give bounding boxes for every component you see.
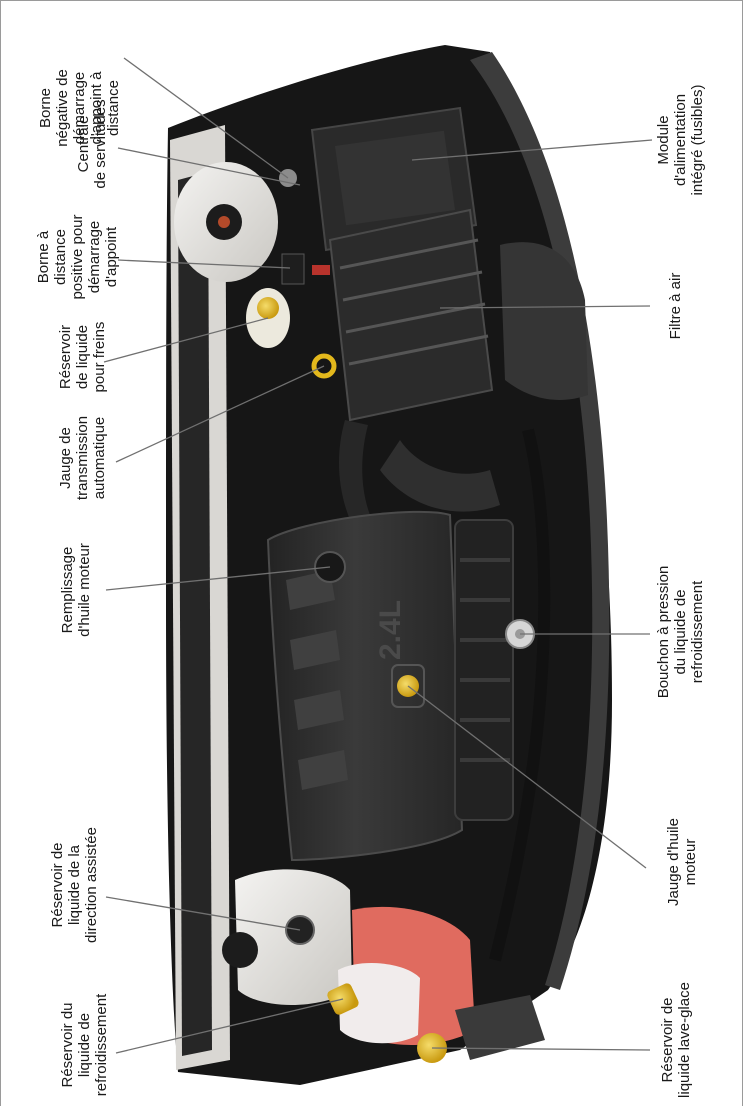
- label-service-center: Centrale de servitudes: [75, 99, 109, 188]
- leader-positive-terminal: [117, 259, 291, 269]
- label-air-filter: Filtre à air: [667, 273, 684, 340]
- label-line: intégré (fusibles): [689, 85, 706, 196]
- leader-lines: [103, 57, 653, 1054]
- label-line: d'appoint à: [88, 71, 105, 145]
- label-line: démarrage: [86, 221, 103, 294]
- leader-power-module: [411, 139, 653, 161]
- leader-negative-terminal: [123, 57, 289, 179]
- label-line: démarrage: [71, 72, 88, 145]
- left-border: [0, 0, 1, 1106]
- label-line: Borne: [37, 88, 54, 128]
- label-line: Jauge d'huile: [665, 818, 682, 906]
- leader-washer: [431, 1047, 651, 1051]
- label-line: de liquide: [74, 325, 91, 389]
- manifold-ribs: [460, 558, 510, 762]
- label-line: d'appoint: [103, 226, 120, 287]
- intake-manifold: [454, 519, 514, 821]
- leader-coolant-reservoir: [115, 998, 344, 1054]
- label-line: Jauge de: [57, 427, 74, 489]
- radiator-hose: [489, 428, 551, 962]
- strut-mount-bottom: [222, 932, 258, 968]
- transmission-dipstick-handle: [311, 353, 337, 379]
- label-line: Borne à: [35, 230, 52, 283]
- label-line: d'huile moteur: [76, 543, 93, 637]
- label-line: de servitudes: [92, 99, 109, 188]
- fuse-box-lid: [334, 130, 456, 226]
- label-line: Filtre à air: [667, 273, 684, 340]
- label-line: liquide lave-glace: [676, 982, 693, 1098]
- label-transmission-dipstick: Jauge de transmission automatique: [57, 416, 108, 500]
- cover-badge: 2.4L: [374, 600, 407, 660]
- leader-service-center: [117, 147, 301, 186]
- label-line: transmission: [74, 416, 91, 500]
- label-line: Réservoir: [57, 325, 74, 389]
- label-negative-jump-terminal: Borne négative de démarrage d'appoint à …: [37, 69, 122, 147]
- label-line: du liquide de: [672, 589, 689, 674]
- leader-power-steering: [105, 896, 301, 931]
- engine-cover: [266, 510, 464, 862]
- label-line: liquide de: [76, 1013, 93, 1077]
- leader-air-filter: [439, 305, 651, 309]
- label-coolant-pressure-cap: Bouchon à pression du liquide de refroid…: [655, 566, 706, 699]
- label-line: Réservoir de: [659, 997, 676, 1082]
- strut-bolt-top: [218, 216, 230, 228]
- label-line: distance: [52, 229, 69, 285]
- oil-dipstick-recess: [391, 664, 425, 708]
- leader-oil-dipstick: [407, 685, 647, 869]
- label-line: positive pour: [69, 214, 86, 299]
- label-engine-oil-fill: Remplissage d'huile moteur: [59, 543, 93, 637]
- coolant-reservoir-body: [338, 963, 420, 1044]
- label-line: moteur: [682, 839, 699, 886]
- label-line: pour freins: [91, 322, 108, 393]
- label-line: Réservoir du: [59, 1002, 76, 1087]
- engine-photo: 2.4L: [166, 45, 612, 1085]
- label-line: d'alimentation: [672, 94, 689, 186]
- label-line: liquide de la: [66, 844, 83, 925]
- positive-terminal: [281, 253, 305, 285]
- top-border: [0, 0, 743, 1]
- label-line: refroidissement: [689, 580, 706, 683]
- label-line: Réservoir de: [49, 842, 66, 927]
- label-washer-fluid-reservoir: Réservoir de liquide lave-glace: [659, 982, 693, 1098]
- label-line: refroidissement: [93, 993, 110, 1096]
- brake-reservoir-cap: [257, 297, 279, 319]
- hose-left: [338, 420, 370, 520]
- label-brake-fluid-reservoir: Réservoir de liquide pour freins: [57, 322, 108, 393]
- label-line: direction assistée: [83, 827, 100, 943]
- label-line: négative de: [54, 69, 71, 147]
- label-power-module: Module d'alimentation intégré (fusibles): [655, 85, 706, 196]
- air-filter-ribs: [339, 238, 489, 366]
- label-engine-oil-dipstick: Jauge d'huile moteur: [665, 818, 699, 906]
- label-line: Remplissage: [59, 547, 76, 634]
- label-positive-jump-terminal: Borne à distance positive pour démarrage…: [35, 214, 120, 299]
- label-line: Module: [655, 115, 672, 164]
- label-line: Centrale: [75, 116, 92, 173]
- leader-oil-fill: [105, 566, 331, 591]
- positive-terminal-red: [312, 265, 330, 275]
- air-intake-scoop: [500, 242, 588, 400]
- label-coolant-reservoir: Réservoir du liquide de refroidissement: [59, 993, 110, 1096]
- label-line: automatique: [91, 417, 108, 500]
- label-power-steering-reservoir: Réservoir de liquide de la direction ass…: [49, 827, 100, 943]
- front-bracket: [455, 995, 545, 1060]
- cover-ridges: [286, 570, 348, 790]
- left-rail-shadow: [178, 172, 212, 1056]
- leader-brake-reservoir: [103, 317, 269, 363]
- intake-hose: [380, 440, 500, 512]
- leader-transmission-dipstick: [115, 365, 325, 463]
- label-line: distance: [105, 80, 122, 136]
- label-line: Bouchon à pression: [655, 566, 672, 699]
